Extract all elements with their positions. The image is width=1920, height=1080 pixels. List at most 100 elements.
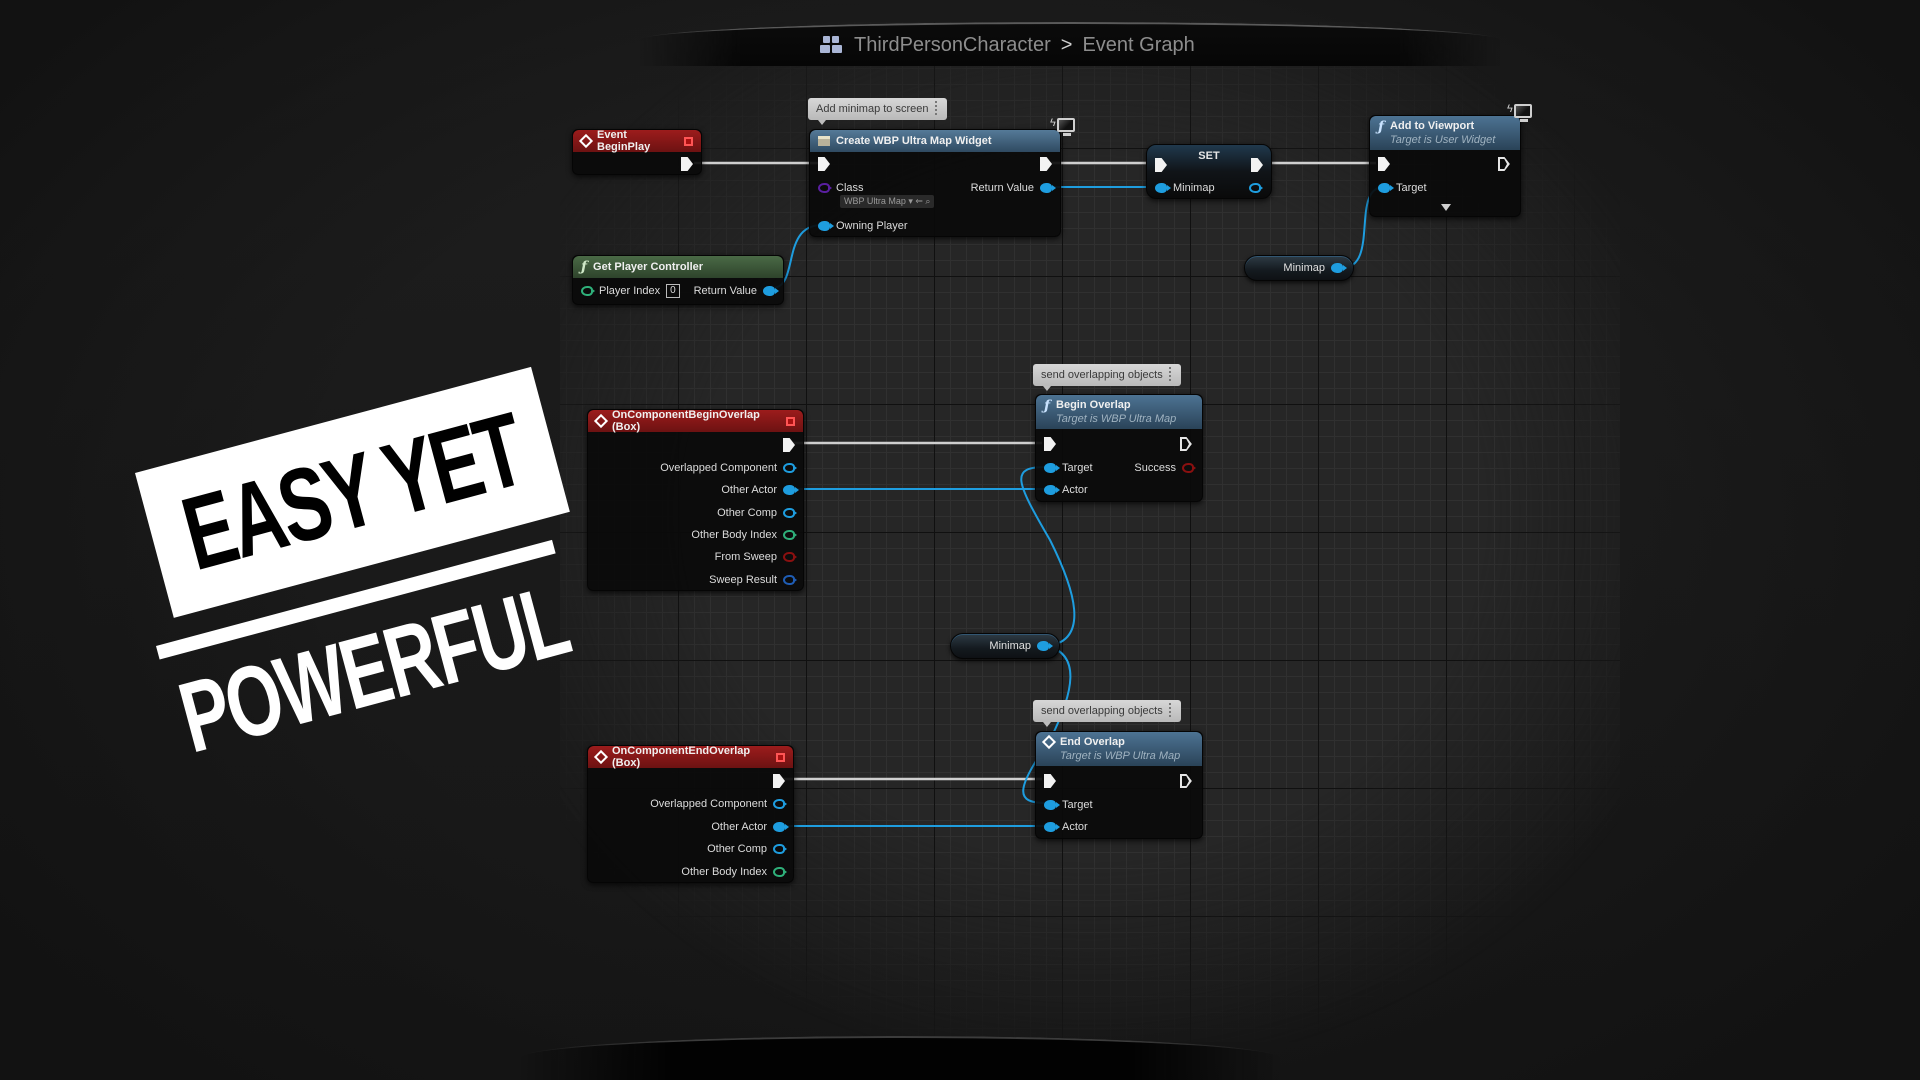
exec-in-pin[interactable]	[818, 157, 830, 171]
node-title: Begin Overlap	[1056, 399, 1131, 411]
exec-out-pin[interactable]	[783, 438, 795, 452]
node-title: End Overlap	[1060, 736, 1125, 748]
minimap-out-pin[interactable]	[1037, 641, 1049, 651]
target-row: Target	[1044, 797, 1093, 813]
comment-pin-icon[interactable]	[1168, 703, 1177, 717]
actor-pin[interactable]	[1044, 485, 1056, 495]
bottom-frame	[520, 1036, 1280, 1080]
exec-in-row	[1044, 773, 1056, 789]
target-label: Target	[1062, 462, 1093, 474]
actor-label: Actor	[1062, 821, 1088, 833]
return-value-pin[interactable]	[763, 286, 775, 296]
owning-player-label: Owning Player	[836, 220, 908, 232]
other-body-index-pin[interactable]	[783, 530, 795, 540]
pin-row-other-actor: Other Actor	[711, 819, 785, 835]
other-actor-pin[interactable]	[783, 485, 795, 495]
target-pin[interactable]	[1044, 463, 1056, 473]
sweep-result-pin[interactable]	[783, 575, 795, 585]
from-sweep-pin[interactable]	[783, 552, 795, 562]
exec-in-pin[interactable]	[1378, 157, 1390, 171]
function-icon: ƒ	[1044, 398, 1051, 414]
delegate-pin-icon[interactable]	[684, 136, 693, 146]
exec-in-pin[interactable]	[1044, 774, 1056, 788]
exec-out-row	[1251, 157, 1263, 173]
exec-in-row	[818, 156, 830, 172]
function-icon: ƒ	[581, 259, 588, 275]
exec-out-pin[interactable]	[1251, 158, 1263, 172]
class-pin[interactable]	[818, 183, 830, 193]
exec-out-pin[interactable]	[1040, 157, 1052, 171]
node-header: ƒ Get Player Controller	[573, 256, 783, 278]
comment-send-overlap-end[interactable]: send overlapping objects	[1033, 700, 1181, 727]
other-actor-pin[interactable]	[773, 822, 785, 832]
pin-row-overlapped-component: Overlapped Component	[650, 796, 785, 812]
class-dropdown[interactable]: WBP Ultra Map ▾ ⇐ ⌕	[840, 195, 935, 208]
target-pin[interactable]	[1044, 800, 1056, 810]
node-begin-overlap[interactable]: ƒ Begin Overlap Target is WBP Ultra Map …	[1035, 394, 1203, 502]
node-title: Get Player Controller	[593, 261, 704, 273]
pin-label: Other Body Index	[681, 866, 767, 878]
breadcrumb-graph[interactable]: Event Graph	[1082, 33, 1195, 56]
other-comp-pin[interactable]	[783, 508, 795, 518]
return-value-label: Return Value	[693, 285, 757, 297]
node-set-minimap[interactable]: SET Minimap	[1146, 144, 1272, 199]
other-comp-pin[interactable]	[773, 844, 785, 854]
actor-pin[interactable]	[1044, 822, 1056, 832]
breadcrumb-blueprint[interactable]: ThirdPersonCharacter	[854, 33, 1051, 56]
success-label: Success	[1134, 462, 1176, 474]
node-on-component-end-overlap[interactable]: OnComponentEndOverlap (Box) Overlapped C…	[587, 745, 794, 883]
node-subtitle: Target is WBP Ultra Map	[1060, 750, 1181, 762]
success-pin[interactable]	[1182, 463, 1194, 473]
delegate-pin-icon[interactable]	[776, 752, 785, 762]
player-index-input[interactable]: 0	[666, 284, 680, 298]
node-add-to-viewport[interactable]: ƒ Add to Viewport Target is User Widget …	[1369, 115, 1521, 217]
comment-add-minimap[interactable]: Add minimap to screen	[808, 98, 947, 125]
expand-chevron-down-icon[interactable]	[1441, 204, 1451, 211]
node-event-beginplay[interactable]: Event BeginPlay	[572, 129, 702, 175]
minimap-label: Minimap	[1283, 262, 1325, 274]
node-on-component-begin-overlap[interactable]: OnComponentBeginOverlap (Box) Overlapped…	[587, 409, 804, 591]
pin-label: Other Actor	[721, 484, 777, 496]
other-body-index-pin[interactable]	[773, 867, 785, 877]
node-end-overlap[interactable]: End Overlap Target is WBP Ultra Map Targ…	[1035, 731, 1203, 839]
delegate-pin-icon[interactable]	[786, 416, 795, 426]
overlapped-component-pin[interactable]	[773, 799, 785, 809]
exec-in-pin[interactable]	[1155, 158, 1167, 172]
comment-text: send overlapping objects	[1041, 369, 1163, 381]
node-header: ƒ Add to Viewport Target is User Widget	[1370, 116, 1520, 150]
owning-player-pin[interactable]	[818, 221, 830, 231]
comment-pin-icon[interactable]	[934, 101, 943, 115]
overlapped-component-pin[interactable]	[783, 463, 795, 473]
minimap-out-row	[1249, 180, 1261, 196]
target-pin[interactable]	[1378, 183, 1390, 193]
exec-out-pin[interactable]	[1180, 437, 1192, 451]
exec-out-pin[interactable]	[1498, 157, 1510, 171]
pin-label: Overlapped Component	[650, 798, 767, 810]
comment-send-overlap-begin[interactable]: send overlapping objects	[1033, 364, 1181, 391]
pin-row-other-actor: Other Actor	[721, 482, 795, 498]
exec-out-pin[interactable]	[681, 157, 693, 171]
node-get-player-controller[interactable]: ƒ Get Player Controller Player Index 0 R…	[572, 255, 784, 305]
return-value-pin[interactable]	[1040, 183, 1052, 193]
minimap-out-pin[interactable]	[1331, 263, 1343, 273]
event-diamond-icon	[578, 133, 594, 149]
node-minimap-getter-mid[interactable]: Minimap	[950, 633, 1060, 659]
blueprint-grid-icon	[820, 36, 844, 54]
comment-pin-icon[interactable]	[1168, 367, 1177, 381]
target-label: Target	[1062, 799, 1093, 811]
exec-in-row	[1155, 157, 1167, 173]
node-minimap-getter-top[interactable]: Minimap	[1244, 255, 1354, 281]
exec-out-pin[interactable]	[1180, 774, 1192, 788]
node-title: SET	[1198, 150, 1220, 162]
return-value-label: Return Value	[970, 182, 1034, 194]
pin-row-other-body-index: Other Body Index	[681, 864, 785, 880]
player-index-pin[interactable]	[581, 286, 593, 296]
exec-out-pin[interactable]	[773, 774, 785, 788]
pin-label: Overlapped Component	[660, 462, 777, 474]
exec-in-pin[interactable]	[1044, 437, 1056, 451]
minimap-in-pin[interactable]	[1155, 183, 1167, 193]
minimap-in-row: Minimap	[1155, 180, 1215, 196]
node-create-widget[interactable]: Create WBP Ultra Map Widget Class WBP Ul…	[809, 129, 1061, 237]
minimap-out-pin[interactable]	[1249, 183, 1261, 193]
node-header: OnComponentEndOverlap (Box)	[588, 745, 793, 769]
